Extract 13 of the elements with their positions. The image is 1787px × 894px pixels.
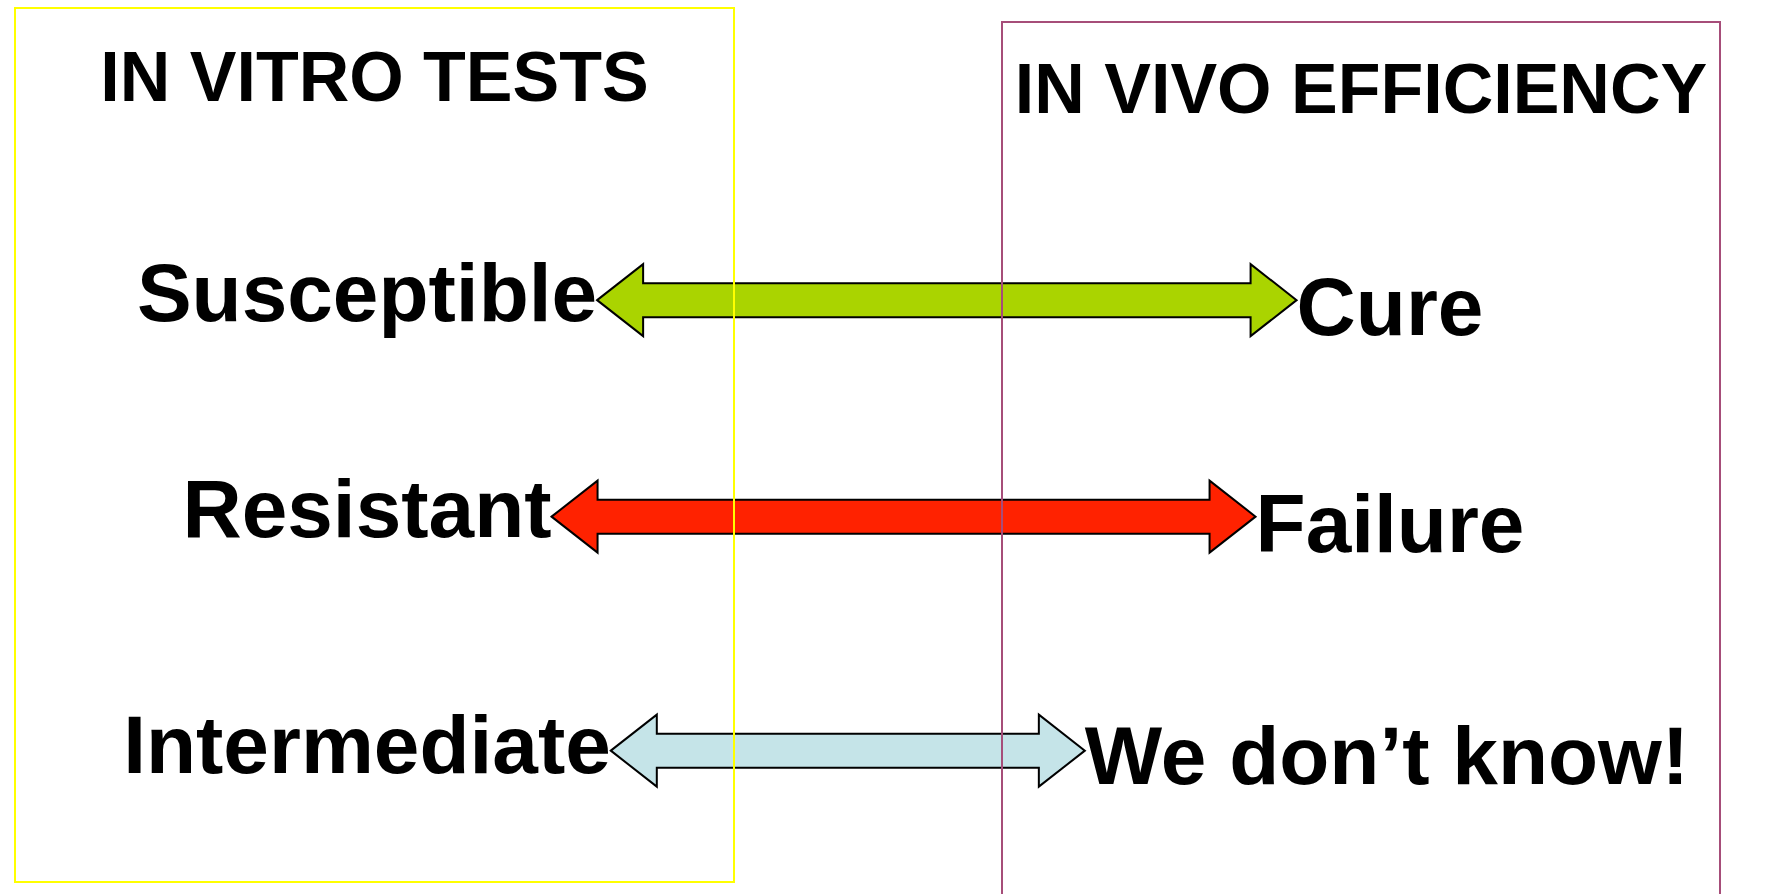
double-arrow [549, 478, 1258, 555]
double-arrow [595, 262, 1299, 339]
category-label: Cure [1296, 260, 1484, 355]
double-arrow [609, 712, 1087, 789]
panel-heading: IN VITRO TESTS [99, 39, 650, 116]
category-label: Susceptible [136, 246, 598, 341]
panel-heading: IN VIVO EFFICIENCY [1013, 51, 1709, 128]
category-label: Failure [1255, 477, 1525, 572]
category-label: Intermediate [123, 698, 611, 793]
category-label: We don’t know! [1084, 709, 1690, 804]
group-panel [1001, 21, 1721, 894]
group-panel [14, 7, 735, 883]
category-label: Resistant [182, 462, 552, 557]
